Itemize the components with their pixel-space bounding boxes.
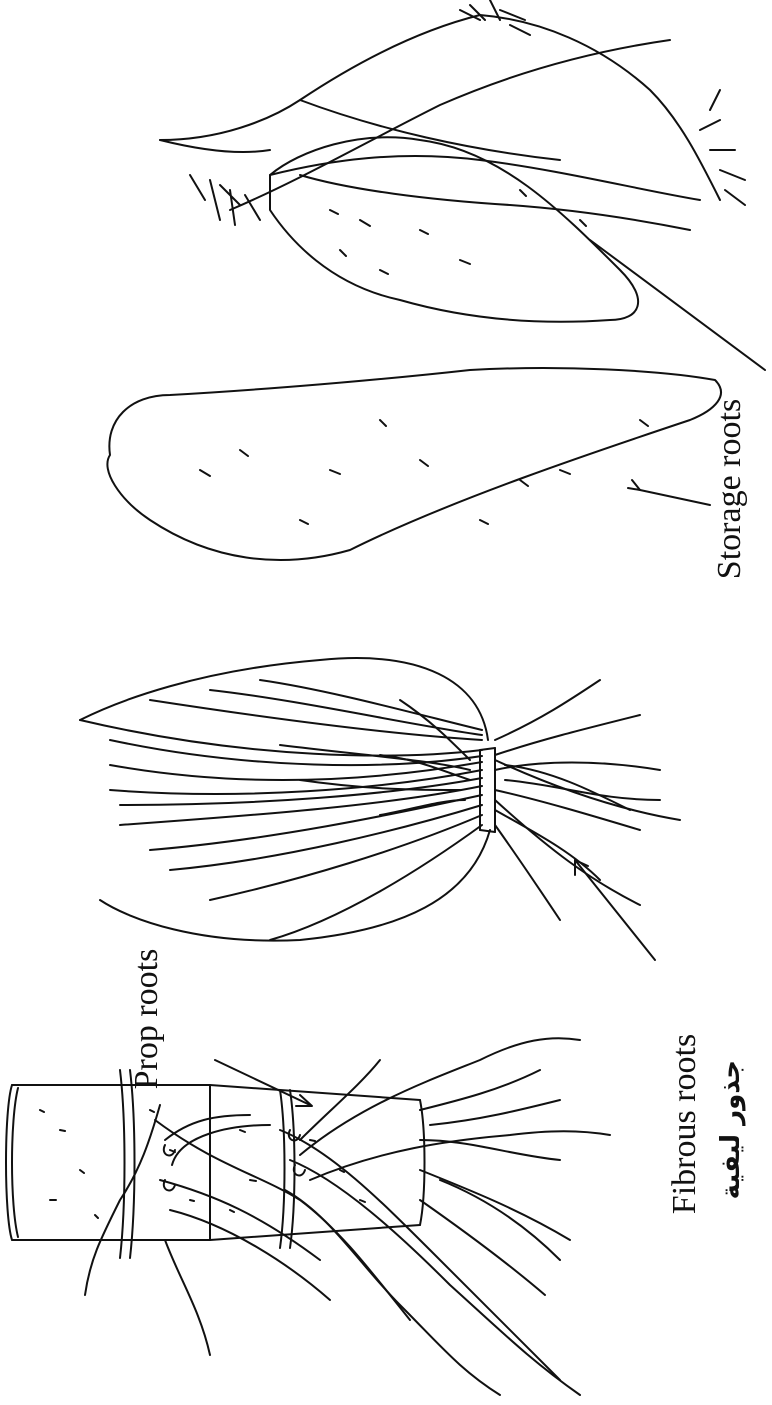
prop-roots-drawing <box>6 1038 610 1395</box>
storage-roots-label: Storage roots <box>711 384 749 594</box>
prop-roots-label: Prop roots <box>128 934 166 1104</box>
fibrous-roots-label: Fibrous roots <box>666 1029 704 1219</box>
fibrous-roots-arabic-label: جذور ليفية <box>716 1060 746 1190</box>
fibrous-roots-drawing <box>80 658 680 941</box>
storage-root-tuber-1 <box>107 368 721 560</box>
storage-roots-drawing <box>107 0 765 560</box>
